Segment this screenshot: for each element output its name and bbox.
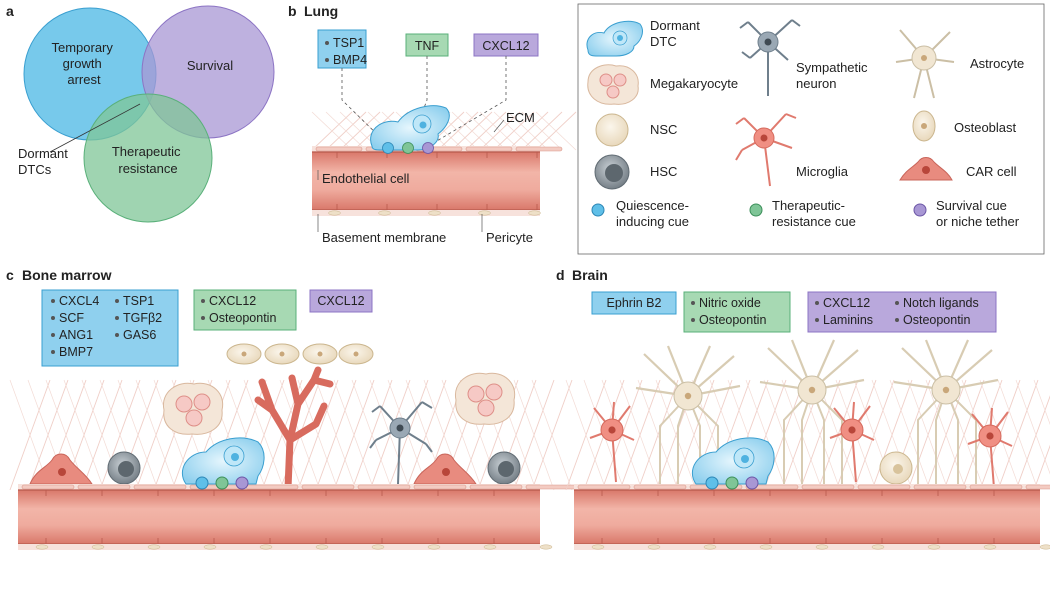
panel-b-letter: b xyxy=(288,3,297,19)
basement-membrane-label: Basement membrane xyxy=(322,230,446,245)
bm-box-purple xyxy=(309,289,373,313)
legend-nsc: NSC xyxy=(650,122,677,137)
endothelial-cell xyxy=(913,484,967,490)
legend-quiescence-cue-icon xyxy=(591,203,605,217)
astrocyte xyxy=(759,339,865,486)
brain-box-green-text: Nitric oxide Osteopontin xyxy=(699,296,766,327)
endothelial-cell xyxy=(77,484,131,490)
endothelial-cell xyxy=(633,484,687,490)
panel-b: b Lung TSP1 BMP4 TNF CXCL12 ECM xyxy=(288,3,577,245)
legend-megakaryocyte-icon xyxy=(587,64,639,105)
legend-survival-cue-icon xyxy=(913,203,927,217)
legend-survival-cue: Survival cue or niche tether xyxy=(936,198,1020,229)
endothelial-cell xyxy=(413,484,467,490)
endothelial-cell xyxy=(465,146,513,152)
legend-astrocyte: Astrocyte xyxy=(970,56,1024,71)
brain-box-purple xyxy=(807,291,997,333)
panel-c-title: Bone marrow xyxy=(22,267,112,283)
bm-car-tree xyxy=(254,366,334,492)
legend-sympathetic-neuron: Sympathetic neuron xyxy=(796,60,871,91)
venn-circle-therapeutic-resistance xyxy=(83,93,213,223)
legend-nsc-icon xyxy=(595,113,629,147)
venn-label-growth-arrest: Temporary growth arrest xyxy=(51,40,116,87)
endothelial-cell xyxy=(1025,484,1050,490)
brain-box-blue xyxy=(591,291,677,315)
lung-box-blue-text: TSP1 BMP4 xyxy=(333,36,368,67)
endothelial-cell xyxy=(745,484,799,490)
brain-box-green xyxy=(683,291,791,333)
endothelial-cell xyxy=(577,484,631,490)
panel-a: a Temporary growth arrest Survival Thera… xyxy=(6,3,275,223)
legend-car-cell: CAR cell xyxy=(966,164,1017,179)
bone-marrow-vessel xyxy=(18,484,579,550)
lung-pointers xyxy=(341,56,507,146)
legend-therapeutic-cue-icon xyxy=(749,203,763,217)
legend-osteoblast: Osteoblast xyxy=(954,120,1017,135)
bm-megakaryocyte-right xyxy=(454,372,516,425)
brain-box-purple-col1: CXCL12 Laminins xyxy=(823,296,874,327)
legend-megakaryocyte: Megakaryocyte xyxy=(650,76,738,91)
panel-c: c Bone marrow CXCL4 SCF ANG1 BMP7 TSP1 T… xyxy=(6,267,579,550)
legend: Dormant DTC Sympathetic neuron Astrocyte… xyxy=(577,3,1045,255)
dormant-dtc-pointer xyxy=(49,103,141,153)
microglia xyxy=(967,407,1013,489)
lung-box-green-text: TNF xyxy=(415,39,440,53)
microglia xyxy=(589,401,635,483)
panel-d: d Brain Ephrin B2 Nitric oxide Osteopont… xyxy=(556,267,1050,550)
endothelial-cell-label: Endothelial cell xyxy=(322,171,410,186)
lung-box-purple-text: CXCL12 xyxy=(482,39,529,53)
bm-megakaryocyte-left xyxy=(162,382,224,435)
legend-astrocyte-icon xyxy=(895,29,955,99)
bm-osteoblasts xyxy=(226,343,374,365)
endothelial-cell xyxy=(315,146,363,152)
legend-dormant-dtc: Dormant DTC xyxy=(650,18,703,49)
bm-box-blue xyxy=(41,289,179,367)
endothelial-cell xyxy=(301,484,355,490)
microglia xyxy=(829,401,875,483)
endothelial-cell xyxy=(357,484,411,490)
panel-c-letter: c xyxy=(6,267,14,283)
legend-hsc: HSC xyxy=(650,164,677,179)
brain-vessel xyxy=(574,484,1050,550)
legend-sympathetic-neuron-icon xyxy=(739,19,801,96)
legend-quiescence-cue: Quiescence- inducing cue xyxy=(616,198,693,229)
endothelial-cell xyxy=(857,484,911,490)
bm-box-blue-col2: TSP1 TGFβ2 GAS6 xyxy=(123,294,166,342)
endothelial-cell xyxy=(245,484,299,490)
panel-d-letter: d xyxy=(556,267,565,283)
bm-box-purple-text: CXCL12 xyxy=(317,294,364,308)
legend-microglia-icon xyxy=(735,113,797,187)
legend-therapeutic-cue: Therapeutic- resistance cue xyxy=(772,198,856,229)
venn-label-therapeutic-resistance: Therapeutic resistance xyxy=(112,144,184,176)
bm-dormant-dtc xyxy=(181,437,265,485)
panel-b-title: Lung xyxy=(304,3,338,19)
legend-frame xyxy=(577,3,1045,255)
panel-d-title: Brain xyxy=(572,267,608,283)
brain-box-blue-text: Ephrin B2 xyxy=(607,296,662,310)
endothelial-cell xyxy=(801,484,855,490)
endothelial-cell xyxy=(525,484,579,490)
dormant-dtc-label: Dormant DTCs xyxy=(18,146,71,177)
venn-label-survival: Survival xyxy=(187,58,233,73)
ecm-label: ECM xyxy=(506,110,535,125)
endothelial-cell xyxy=(21,484,75,490)
brain-box-purple-col2: Notch ligands Osteopontin xyxy=(903,296,982,327)
pericyte-label: Pericyte xyxy=(486,230,533,245)
endothelial-cell xyxy=(515,146,563,152)
bm-box-blue-col1: CXCL4 SCF ANG1 BMP7 xyxy=(59,294,103,359)
endothelial-cell xyxy=(469,484,523,490)
endothelial-cell xyxy=(133,484,187,490)
panel-a-letter: a xyxy=(6,3,14,19)
bm-sympathetic-neuron xyxy=(369,401,433,485)
endothelial-cell xyxy=(969,484,1023,490)
brain-microglia xyxy=(589,401,1013,489)
brain-dormant-dtc xyxy=(691,437,775,485)
legend-microglia: Microglia xyxy=(796,164,849,179)
bm-box-green xyxy=(193,289,297,331)
brain-astrocytes xyxy=(635,339,999,486)
bm-box-green-text: CXCL12 Osteopontin xyxy=(209,294,276,325)
